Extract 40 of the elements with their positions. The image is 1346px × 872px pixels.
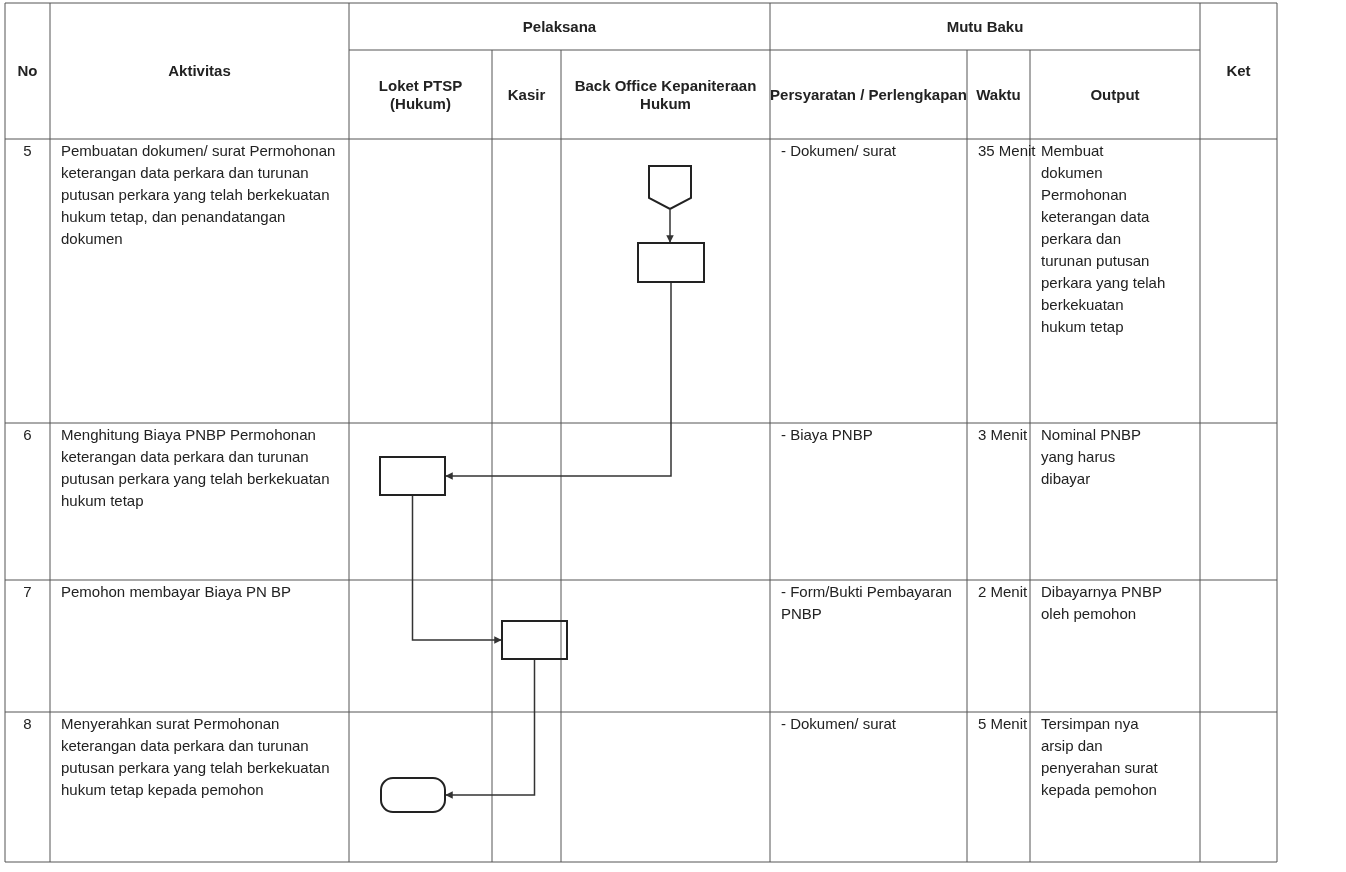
duration-text: 2 Menit bbox=[978, 582, 1029, 602]
duration-text: 3 Menit bbox=[978, 425, 1029, 445]
column-header: Output bbox=[1090, 85, 1140, 104]
row-number: 8 bbox=[22, 714, 33, 734]
requirement-text: - Dokumen/ surat bbox=[781, 714, 898, 734]
activity-text: Pemohon membayar Biaya PN BP bbox=[61, 582, 293, 602]
duration-text: 5 Menit bbox=[978, 714, 1029, 734]
column-header: Persyaratan / Perlengkapan bbox=[770, 85, 967, 104]
column-header: No bbox=[17, 62, 38, 80]
column-header: Mutu Baku bbox=[946, 17, 1024, 36]
column-header: Pelaksana bbox=[522, 17, 597, 36]
requirement-text: - Biaya PNBP bbox=[781, 425, 874, 445]
terminator-shape bbox=[380, 777, 446, 813]
arrow bbox=[445, 282, 672, 480]
activity-text: Pembuatan dokumen/ surat Permohonan keterangan data perkara dan turunan putusan perkara yang telah berkekuatan hukum tetap, dan penandatangan dokumen bbox=[61, 141, 337, 249]
requirement-text: - Form/Bukti Pembayaran PNBP bbox=[781, 582, 953, 624]
output-text: Nominal PNBP yang harus dibayar bbox=[1041, 425, 1142, 489]
output-text: Membuat dokumen Permohonan keterangan data perkara dan turunan putusan perkara yang telah berkekuatan hukum tetap bbox=[1041, 141, 1166, 337]
duration-text: 35 Menit bbox=[978, 141, 1037, 161]
column-header: Waktu bbox=[976, 85, 1021, 104]
off-page-connector bbox=[648, 165, 692, 210]
column-header: Ket bbox=[1226, 62, 1251, 80]
column-header: Back Office Kepaniteraan Hukum bbox=[573, 76, 758, 113]
arrow bbox=[445, 659, 536, 799]
process-box bbox=[637, 242, 705, 283]
output-text: Dibayarnya PNBP oleh pemohon bbox=[1041, 582, 1163, 624]
activity-text: Menghitung Biaya PNBP Permohonan keterangan data perkara dan turunan putusan perkara yang telah berkekuatan hukum tetap bbox=[61, 425, 331, 511]
arrow bbox=[666, 209, 674, 243]
column-header: Kasir bbox=[507, 85, 546, 104]
column-header: Loket PTSP (Hukum) bbox=[377, 76, 464, 113]
process-box bbox=[379, 456, 446, 496]
row-number: 7 bbox=[22, 582, 33, 602]
column-header: Aktivitas bbox=[168, 62, 231, 80]
arrow bbox=[411, 495, 502, 644]
process-box bbox=[501, 620, 568, 660]
row-number: 6 bbox=[22, 425, 33, 445]
activity-text: Menyerahkan surat Permohonan keterangan data perkara dan turunan putusan perkara yang telah berkekuatan hukum tetap kepada pemohon bbox=[61, 714, 331, 800]
row-number: 5 bbox=[22, 141, 33, 161]
requirement-text: - Dokumen/ surat bbox=[781, 141, 898, 161]
output-text: Tersimpan nya arsip dan penyerahan surat kepada pemohon bbox=[1041, 714, 1159, 800]
